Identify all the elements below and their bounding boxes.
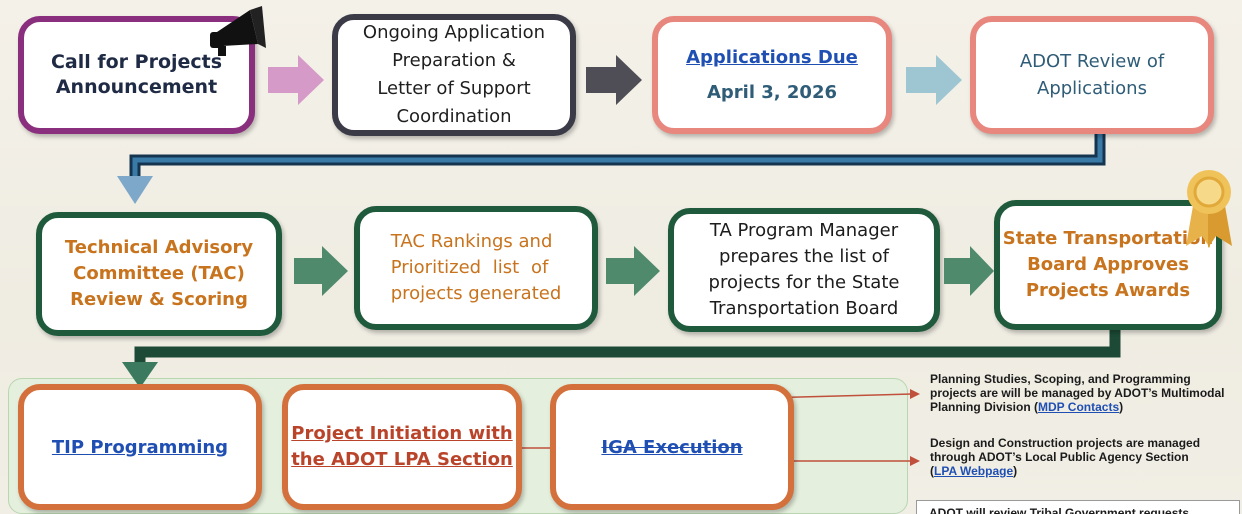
- design-note-suffix: ): [1013, 464, 1018, 478]
- ta-manager-line1: TA Program Manager: [709, 220, 899, 241]
- planning-note-prefix: Planning Division (: [930, 400, 1039, 414]
- ongoing-line2: Preparation &: [392, 50, 516, 71]
- tac-review-line3: Review & Scoring: [70, 289, 248, 310]
- ta-manager-line2: prepares the list of: [719, 246, 889, 267]
- connector-row2-row3-head: [122, 362, 158, 388]
- planning-note-suffix: ): [1119, 400, 1124, 414]
- connector-row1-row2-highlight: [132, 130, 1103, 180]
- planning-note-line2: projects are will be managed by ADOT’s M…: [930, 386, 1225, 400]
- tac-review-line2: Committee (TAC): [73, 263, 245, 284]
- lpa-webpage-link[interactable]: LPA Webpage: [934, 464, 1014, 478]
- arrow-2-icon: [586, 55, 642, 105]
- ongoing-line1: Ongoing Application: [362, 22, 546, 43]
- design-note-prefix: (: [930, 464, 934, 478]
- call-for-projects-box: Call for Projects Announcement: [18, 16, 255, 134]
- adot-review-box: ADOT Review of Applications: [970, 16, 1214, 134]
- tac-rankings-line2: Prioritized list of: [390, 257, 549, 278]
- note-arrow-design: [910, 456, 920, 466]
- megaphone-icon: [210, 6, 266, 56]
- tip-programming-link[interactable]: TIP Programming: [51, 436, 229, 458]
- state-board-box: State Transportation Board Approves Proj…: [994, 200, 1222, 330]
- applications-due-box: Applications Due April 3, 2026: [652, 16, 892, 134]
- arrow-3-icon: [906, 55, 962, 105]
- tac-rankings-line1: TAC Rankings and: [390, 231, 553, 252]
- planning-note-line3: Planning Division (MDP Contacts): [930, 400, 1240, 414]
- adot-review-line2: Applications: [1037, 78, 1147, 99]
- state-board-line1: State Transportation: [1002, 228, 1214, 249]
- project-initiation-line1: Project Initiation with: [291, 423, 513, 444]
- ongoing-application-box: Ongoing Application Preparation & Letter…: [332, 14, 576, 136]
- ta-program-manager-box: TA Program Manager prepares the list of …: [668, 208, 940, 332]
- connector-row2-row3: [134, 322, 1121, 368]
- tac-rankings-box: TAC Rankings and Prioritized list of pro…: [354, 206, 598, 330]
- applications-due-date: April 3, 2026: [706, 82, 837, 103]
- call-for-projects-line1: Call for Projects: [50, 51, 223, 73]
- arrow-6-icon: [944, 246, 994, 296]
- ongoing-line4: Coordination: [396, 106, 512, 127]
- arrow-5-icon: [606, 246, 660, 296]
- tribal-note-line1: ADOT will review Tribal Government reque…: [929, 506, 1190, 514]
- ongoing-line3: Letter of Support: [377, 78, 531, 99]
- call-for-projects-line2: Announcement: [55, 76, 218, 98]
- project-initiation-box: Project Initiation with the ADOT LPA Sec…: [282, 384, 522, 510]
- tac-rankings-line3: projects generated: [390, 283, 562, 304]
- note-arrow-planning: [910, 389, 920, 399]
- project-initiation-line2: the ADOT LPA Section: [291, 449, 513, 470]
- tribal-note-box: ADOT will review Tribal Government reque…: [916, 500, 1240, 514]
- tip-programming-box: TIP Programming: [18, 384, 262, 510]
- award-ribbon-icon: [1186, 170, 1232, 248]
- ta-manager-line4: Transportation Board: [709, 298, 899, 319]
- design-note: Design and Construction projects are man…: [930, 436, 1240, 478]
- design-note-line2: through ADOT’s Local Public Agency Secti…: [930, 450, 1189, 464]
- arrow-1-icon: [268, 55, 324, 105]
- state-board-line2: Board Approves: [1027, 254, 1189, 275]
- connector-row1-row2: [129, 130, 1106, 180]
- tac-review-box: Technical Advisory Committee (TAC) Revie…: [36, 212, 282, 336]
- iga-execution-box: IGA Execution: [550, 384, 794, 510]
- applications-due-link[interactable]: Applications Due: [686, 47, 858, 68]
- design-note-line1: Design and Construction projects are man…: [930, 436, 1201, 450]
- tac-review-line1: Technical Advisory: [64, 237, 254, 258]
- planning-note-line1: Planning Studies, Scoping, and Programmi…: [930, 372, 1191, 386]
- mdp-contacts-link[interactable]: MDP Contacts: [1038, 400, 1120, 414]
- arrow-4-icon: [294, 246, 348, 296]
- adot-review-line1: ADOT Review of: [1019, 51, 1165, 72]
- state-board-line3: Projects Awards: [1025, 280, 1191, 301]
- iga-execution-link[interactable]: IGA Execution: [601, 436, 743, 458]
- design-note-line3: (LPA Webpage): [930, 464, 1240, 478]
- planning-note: Planning Studies, Scoping, and Programmi…: [930, 372, 1240, 414]
- ta-manager-line3: projects for the State: [708, 272, 900, 293]
- connector-row1-row2-head: [117, 176, 153, 204]
